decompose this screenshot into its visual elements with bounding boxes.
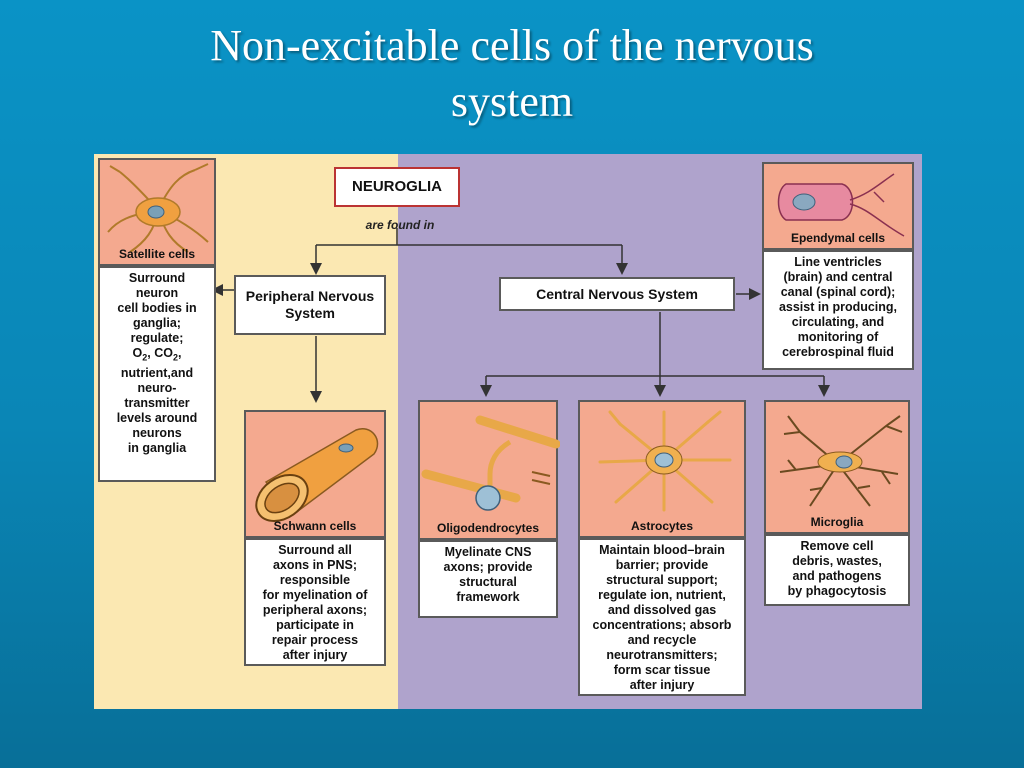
oligodendrocyte-description: Myelinate CNS axons; provide structural … [418, 540, 558, 618]
microglia-name: Microglia [810, 515, 864, 529]
desc-line: levels around [116, 410, 198, 425]
desc-line: responsible [279, 573, 351, 587]
desc-line-gases: O2, CO2, [100, 346, 214, 366]
oligodendrocyte-illustration [421, 415, 560, 511]
desc-line: concentrations; absorb [592, 618, 732, 632]
desc-line: and pathogens [792, 569, 882, 583]
schwann-cell-panel: Schwann cells [244, 410, 386, 538]
ependymal-cell-panel: Ependymal cells [762, 162, 914, 250]
microglia-illustration [779, 415, 903, 507]
satellite-cell-panel: Satellite cells [98, 158, 216, 266]
desc-line: after injury [282, 648, 348, 662]
desc-line: form scar tissue [613, 663, 711, 677]
desc-line: Line ventricles [794, 255, 882, 269]
slide-title-line2: system [450, 77, 574, 126]
comma-text: , [177, 346, 182, 360]
pns-box: Peripheral Nervous System [234, 275, 386, 335]
slide-title-line1: Non-excitable cells of the nervous [210, 21, 814, 70]
o-text: O [132, 346, 143, 360]
desc-line: circulating, and [791, 315, 885, 329]
desc-line: regulate ion, nutrient, [598, 588, 726, 602]
ependymal-cell-illustration [777, 173, 905, 237]
desc-line: assist in producing, [778, 300, 898, 314]
desc-line: cerebrospinal fluid [782, 345, 894, 359]
desc-line: participate in [276, 618, 354, 632]
microglia-description: Remove cell debris, wastes, and pathogen… [764, 534, 910, 606]
satellite-cell-description: Surround neuron cell bodies in ganglia; … [98, 266, 216, 482]
satellite-cell-illustration [107, 163, 209, 253]
desc-line: framework [456, 590, 520, 604]
desc-line: axons; provide [443, 560, 533, 574]
oligodendrocyte-name: Oligodendrocytes [436, 521, 540, 535]
satellite-cell-name: Satellite cells [118, 247, 196, 261]
astrocyte-name: Astrocytes [630, 519, 694, 533]
desc-line: ganglia; [133, 316, 181, 330]
microglia-panel: Microglia [764, 400, 910, 534]
astrocyte-panel: Astrocytes [578, 400, 746, 538]
slide-title: Non-excitable cells of the nervous syste… [0, 18, 1024, 130]
desc-line: structural support; [606, 573, 718, 587]
co-text: , CO [147, 346, 173, 360]
desc-line: in ganglia [127, 440, 187, 455]
desc-line: transmitter [124, 395, 190, 410]
desc-line: cell bodies in [117, 301, 197, 315]
ependymal-cell-name: Ependymal cells [790, 231, 886, 245]
connector-arrows [211, 228, 830, 403]
subscript: 2 [172, 352, 178, 363]
desc-line: peripheral axons; [262, 603, 368, 617]
desc-line: Surround [128, 271, 186, 285]
oligodendrocyte-panel: Oligodendrocytes [418, 400, 560, 540]
desc-line: (brain) and central [783, 270, 893, 284]
desc-line: repair process [271, 633, 359, 647]
desc-line: neurons [132, 425, 182, 440]
desc-line: Maintain blood–brain [599, 543, 725, 557]
schwann-cell-description: Surround all axons in PNS; responsible f… [244, 538, 386, 666]
desc-line: neurotransmitters; [606, 648, 718, 662]
desc-line: and dissolved gas [607, 603, 717, 617]
desc-line: after injury [629, 678, 695, 692]
desc-line: structural [459, 575, 517, 589]
subscript: 2 [142, 352, 148, 363]
desc-line: nutrient,and [120, 365, 194, 380]
neuroglia-box: NEUROGLIA [334, 167, 460, 207]
schwann-cell-name: Schwann cells [273, 519, 357, 533]
desc-line: for myelination of [262, 588, 368, 602]
desc-line: monitoring of [797, 330, 879, 344]
desc-line: axons in PNS; [272, 558, 358, 572]
desc-line: Surround all [278, 543, 352, 557]
astrocyte-description: Maintain blood–brain barrier; provide st… [578, 538, 746, 696]
desc-line: and recycle [627, 633, 697, 647]
cns-box: Central Nervous System [499, 277, 735, 311]
neuroglia-diagram: NEUROGLIA are found in Peripheral Nervou… [94, 154, 922, 709]
desc-line: by phagocytosis [787, 584, 887, 598]
pns-label: Peripheral Nervous System [245, 288, 375, 321]
ependymal-cell-description: Line ventricles (brain) and central cana… [762, 250, 914, 370]
cns-label: Central Nervous System [536, 285, 698, 302]
astrocyte-illustration [598, 410, 732, 512]
schwann-cell-illustration [255, 427, 379, 522]
desc-line: regulate; [130, 331, 184, 345]
desc-line: Remove cell [800, 539, 874, 553]
desc-line: canal (spinal cord); [780, 285, 896, 299]
desc-line: Myelinate CNS [444, 545, 532, 559]
desc-line: barrier; provide [615, 558, 709, 572]
connector-label: are found in [365, 218, 435, 232]
desc-line: neuron [135, 286, 179, 300]
desc-line: debris, wastes, [792, 554, 882, 568]
desc-line: neuro- [137, 380, 177, 395]
